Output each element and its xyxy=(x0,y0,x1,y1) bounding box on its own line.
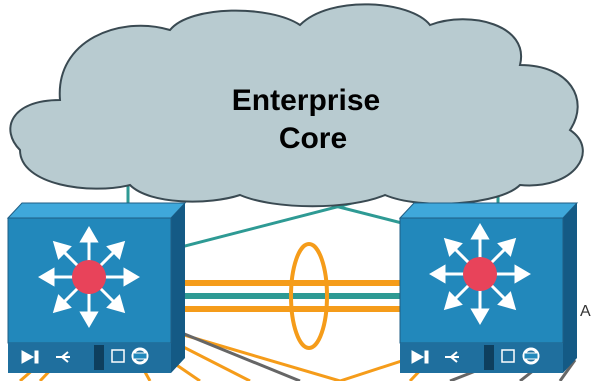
module-bar xyxy=(21,345,149,370)
multilayer-switch-icon xyxy=(39,227,139,327)
enterprise-core-cloud: Enterprise Core xyxy=(9,3,584,208)
access-link xyxy=(558,359,577,381)
module-bar xyxy=(411,345,540,370)
left-multilayer-switch xyxy=(6,202,187,373)
etherchannel-bundle xyxy=(175,242,410,350)
edge-text: A xyxy=(580,303,591,320)
multilayer-switch-icon xyxy=(430,224,530,324)
etherchannel-ellipse xyxy=(289,242,329,350)
cloud-label-line1: Enterprise xyxy=(232,84,380,117)
right-multilayer-switch xyxy=(398,202,579,373)
cloud-label-line2: Core xyxy=(279,122,347,155)
